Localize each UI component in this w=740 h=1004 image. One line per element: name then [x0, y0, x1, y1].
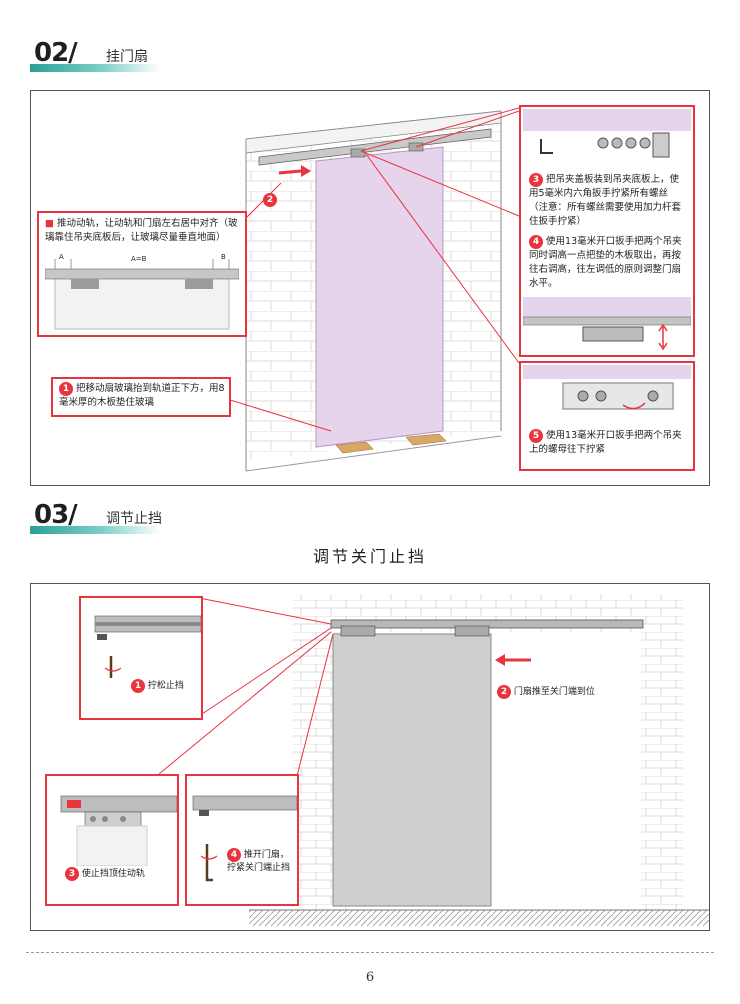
step-4-text-row: 4 使用13毫米开口扳手把两个吊夹同时调高一点把垫的木板取出，再按往右调高，往左…	[529, 235, 687, 291]
step-1-badge: 1	[59, 382, 73, 396]
note-text: 推动动轨，让动轨和门扇左右居中对齐（玻璃靠住吊夹底板后，让玻璃尽量垂直地面）	[45, 218, 238, 243]
section-02-illustration: 2 ■ 推动动轨，让动轨和门扇左右居中对齐（玻璃靠住吊夹底板后，让玻璃尽量垂直地…	[30, 90, 710, 486]
step-4-text: 使用13毫米开口扳手把两个吊夹同时调高一点把垫的木板取出，再按往右调高，往左调低…	[529, 236, 682, 289]
step-3-text-row: 3 使止挡顶住动轨	[65, 866, 145, 881]
section-03-bar	[30, 526, 160, 534]
stop-against-rail-detail: 3 使止挡顶住动轨	[45, 774, 179, 906]
label-a-equals-b: A=B	[131, 255, 147, 263]
center-alignment-note: ■ 推动动轨，让动轨和门扇左右居中对齐（玻璃靠住吊夹底板后，让玻璃尽量垂直地面）…	[37, 211, 247, 337]
height-adjust-diagram	[523, 297, 691, 351]
stop-loosen-detail: 1 拧松止挡	[79, 596, 203, 720]
section-03-illustration: 1 拧松止挡 2 门扇推至关门端到位 3 使止挡顶住动轨	[30, 583, 710, 931]
step-5-text: 使用13毫米开口扳手把两个吊夹上的螺母往下拧紧	[529, 430, 682, 455]
step-1-badge: 1	[131, 679, 145, 693]
step-1-text-row: 1 拧松止挡	[131, 678, 184, 693]
page-number: 6	[365, 970, 375, 985]
step-5-badge: 5	[529, 429, 543, 443]
step-3-badge: 3	[65, 867, 79, 881]
label-b: B	[221, 253, 226, 261]
nut-tighten-diagram	[523, 365, 691, 410]
stop-tighten-detail: 4 推开门扇，拧紧关门端止挡	[185, 774, 299, 906]
note-text-row: ■ 推动动轨，让动轨和门扇左右居中对齐（玻璃靠住吊夹底板后，让玻璃尽量垂直地面）	[45, 217, 239, 245]
section-02-title: 挂门扇	[106, 49, 148, 65]
hanging-door-diagram	[226, 107, 520, 472]
footer-divider	[26, 952, 714, 953]
section-02-number: 02/	[34, 38, 78, 68]
step-4-badge: 4	[227, 848, 241, 862]
stop-adjust-diagram	[158, 594, 709, 926]
step-1-callout: 1 把移动扇玻璃抬到轨道正下方，用8毫米厚的木板垫住玻璃	[51, 377, 231, 417]
step-3-text-row: 3 把吊夹盖板装到吊夹底板上，使用5毫米内六角扳手拧紧所有螺丝（注意：所有螺丝需…	[529, 173, 687, 229]
section-03-number: 03/	[34, 500, 78, 530]
step-3-4-callout: 3 把吊夹盖板装到吊夹底板上，使用5毫米内六角扳手拧紧所有螺丝（注意：所有螺丝需…	[519, 105, 695, 357]
square-bullet-icon: ■	[45, 218, 54, 229]
section-02-bar	[30, 64, 160, 72]
step-2-badge: 2	[497, 685, 511, 699]
step-5-text-row: 5 使用13毫米开口扳手把两个吊夹上的螺母往下拧紧	[529, 429, 687, 457]
label-a: A	[59, 253, 64, 261]
step-5-callout: 5 使用13毫米开口扳手把两个吊夹上的螺母往下拧紧	[519, 361, 695, 471]
step-4-text: 推开门扇，拧紧关门端止挡	[227, 850, 291, 873]
alignment-detail-diagram	[45, 259, 239, 330]
step-2-text: 门扇推至关门端到位	[513, 687, 595, 697]
step-1-text-row: 1 把移动扇玻璃抬到轨道正下方，用8毫米厚的木板垫住玻璃	[59, 382, 227, 410]
step-1-text: 把移动扇玻璃抬到轨道正下方，用8毫米厚的木板垫住玻璃	[59, 383, 225, 408]
step-3-text: 使止挡顶住动轨	[81, 869, 145, 879]
tighten-detail-diagram	[192, 795, 297, 882]
stop-against-rail-diagram	[60, 795, 177, 866]
step-1-text: 拧松止挡	[147, 681, 184, 691]
step-4-badge: 4	[529, 235, 543, 249]
stop-adjust-heading: 调节关门止挡	[312, 547, 427, 566]
step-2-text-row: 2 门扇推至关门端到位	[497, 684, 595, 699]
clamp-cover-diagram	[523, 109, 691, 158]
step-3-badge: 3	[529, 173, 543, 187]
section-03-title: 调节止挡	[106, 511, 162, 527]
step-2-badge: 2	[263, 187, 277, 207]
loosen-detail-diagram	[94, 615, 201, 678]
step-4-text-row: 4 推开门扇，拧紧关门端止挡	[227, 848, 293, 874]
step-3-text: 把吊夹盖板装到吊夹底板上，使用5毫米内六角扳手拧紧所有螺丝（注意：所有螺丝需要使…	[529, 174, 682, 227]
